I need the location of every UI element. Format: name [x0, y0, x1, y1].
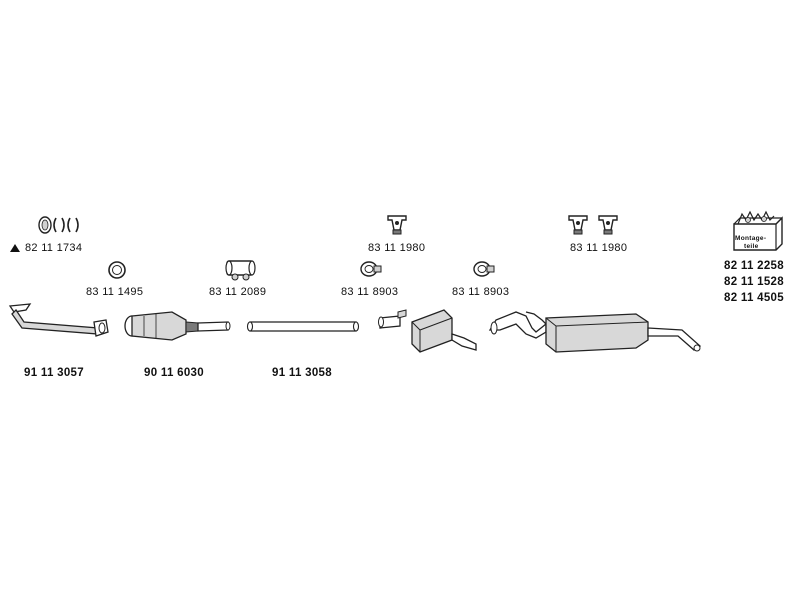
- clamp-label-3: 83 11 8903: [452, 286, 510, 298]
- clamp-label-1: 83 11 2089: [209, 286, 267, 298]
- rubber-mount-label-1: 83 11 1980: [368, 242, 426, 254]
- kit-label-3: 82 11 4505: [724, 292, 784, 304]
- rubber-mount-icon[interactable]: [384, 210, 410, 236]
- pipe-clamp-icon[interactable]: [223, 256, 259, 282]
- clamp-label-2: 83 11 8903: [341, 286, 399, 298]
- mounting-kit-box-icon[interactable]: [728, 210, 788, 254]
- front-pipe-icon[interactable]: [6, 298, 112, 344]
- gasket-set-label: 82 11 1734: [25, 242, 83, 254]
- catalytic-converter-icon[interactable]: [122, 308, 234, 344]
- rear-silencer-icon[interactable]: [486, 302, 708, 362]
- middle-pipe-icon[interactable]: [244, 318, 362, 336]
- rubber-mount-label-2: 83 11 1980: [570, 242, 628, 254]
- rubber-mount-pair-icon[interactable]: [566, 210, 622, 236]
- kit-label-2: 82 11 1528: [724, 276, 784, 288]
- middle-pipe-label: 91 11 3058: [272, 367, 332, 379]
- kit-label-1: 82 11 2258: [724, 260, 784, 272]
- kit-box-text-1: Montage-: [735, 235, 767, 242]
- ring-gasket-label: 83 11 1495: [86, 286, 144, 298]
- middle-silencer-icon[interactable]: [376, 304, 484, 358]
- triangle-marker-icon: [10, 244, 20, 252]
- catalyst-label: 90 11 6030: [144, 367, 204, 379]
- gasket-set-icon[interactable]: [36, 214, 82, 236]
- kit-box-text-2: teile: [744, 243, 759, 250]
- front-pipe-label: 91 11 3057: [24, 367, 84, 379]
- band-clamp-icon[interactable]: [470, 259, 496, 279]
- ring-gasket-icon[interactable]: [106, 259, 128, 281]
- band-clamp-icon[interactable]: [357, 259, 383, 279]
